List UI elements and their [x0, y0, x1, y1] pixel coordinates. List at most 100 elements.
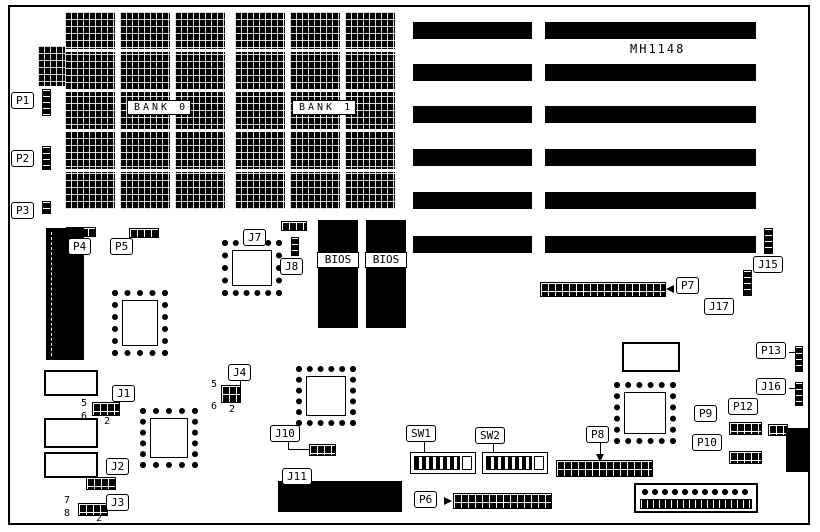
pin-number-j4-5: 5	[211, 379, 218, 390]
connector-p9	[729, 422, 762, 435]
leader-arrow-p6	[444, 497, 452, 505]
leader-arrow-p7	[666, 285, 674, 293]
dip-switch-positions	[414, 456, 460, 470]
pin-number-j1-5: 5	[81, 398, 88, 409]
keyboard-connector	[786, 428, 808, 472]
connector-j3	[78, 503, 108, 516]
dip-switch-positions	[486, 456, 532, 470]
connector-p1	[42, 89, 51, 116]
memory-chip-column	[235, 12, 285, 210]
connector-j11	[278, 481, 402, 512]
connector-j2	[86, 477, 116, 490]
qfp-chip-body	[624, 392, 666, 434]
callout-j1: J1	[112, 385, 136, 402]
power-connector-pins	[640, 487, 752, 498]
connector-j1	[92, 402, 120, 416]
dip-switch-end	[462, 456, 472, 470]
callout-p1: P1	[11, 92, 35, 109]
connector-j7	[281, 221, 307, 231]
callout-j7: J7	[243, 229, 267, 246]
connector-j15	[764, 228, 773, 254]
pin-number-j1-6: 6	[81, 411, 88, 422]
rect-chip	[44, 452, 98, 478]
callout-p7: P7	[676, 277, 700, 294]
bank0-label: BANK 0	[127, 100, 192, 115]
leader-line	[789, 352, 796, 353]
power-connector-grid	[640, 499, 752, 509]
board-outline	[8, 5, 810, 525]
pin-number-j3-2: 2	[96, 513, 103, 524]
expansion-slot	[413, 236, 532, 253]
callout-p4: P4	[68, 238, 92, 255]
qfp-chip-body	[122, 300, 158, 346]
memory-chip-column	[65, 12, 115, 210]
callout-p5: P5	[110, 238, 134, 255]
callout-j17: J17	[704, 298, 734, 315]
leader-line	[789, 388, 796, 389]
qfp-chip	[222, 240, 282, 296]
qfp-chip	[614, 382, 676, 444]
callout-j2: J2	[106, 458, 130, 475]
bios-chip	[318, 264, 358, 328]
callout-p13: P13	[756, 342, 786, 359]
callout-p12: P12	[728, 398, 758, 415]
callout-p10: P10	[692, 434, 722, 451]
callout-j10: J10	[270, 425, 300, 442]
callout-p6: P6	[414, 491, 438, 508]
callout-sw1: SW1	[406, 425, 436, 442]
rect-chip	[622, 342, 680, 372]
rect-chip	[44, 370, 98, 396]
qfp-chip	[140, 408, 198, 468]
connector-p8	[556, 460, 653, 477]
expansion-slot	[545, 192, 756, 209]
qfp-chip-body	[306, 376, 346, 416]
pin-number-j1-2: 2	[104, 416, 111, 427]
qfp-chip	[112, 290, 168, 356]
bios-chip	[366, 264, 406, 328]
expansion-slot	[413, 64, 532, 81]
connector-j10	[309, 444, 336, 456]
qfp-chip	[296, 366, 356, 426]
connector-p12	[768, 424, 788, 436]
dip-switch-end	[534, 456, 544, 470]
callout-p8: P8	[586, 426, 610, 443]
dip-switch-sw1	[410, 452, 476, 474]
pin-number-j4-2: 2	[229, 404, 236, 415]
leader-line	[600, 443, 601, 456]
pin-number-j3-7: 7	[64, 495, 71, 506]
expansion-slot	[413, 149, 532, 166]
expansion-slot	[413, 106, 532, 123]
power-connector	[634, 483, 758, 513]
socket-bar-keyline	[51, 232, 52, 356]
callout-j4: J4	[228, 364, 252, 381]
bios-label-left: BIOS	[317, 252, 359, 268]
callout-j11: J11	[282, 468, 312, 485]
expansion-slot	[545, 64, 756, 81]
pin-number-j4-6: 6	[211, 401, 218, 412]
leader-line	[240, 381, 241, 385]
expansion-slot	[545, 236, 756, 253]
expansion-slot	[545, 106, 756, 123]
leader-line	[493, 444, 494, 452]
leader-line	[424, 442, 425, 452]
dip-switch-sw2	[482, 452, 548, 474]
callout-sw2: SW2	[475, 427, 505, 444]
connector-j16	[795, 382, 803, 406]
leader-line	[288, 442, 289, 450]
qfp-chip-body	[150, 418, 188, 458]
qfp-chip-body	[232, 250, 272, 286]
connector-p5	[129, 228, 159, 238]
connector-p6	[453, 493, 552, 509]
callout-j16: J16	[756, 378, 786, 395]
callout-j15: J15	[753, 256, 783, 273]
connector-p2	[42, 146, 51, 170]
connector-p7	[540, 282, 666, 297]
leader-arrow-p8	[596, 454, 604, 462]
leader-line	[288, 449, 309, 450]
expansion-slot	[413, 192, 532, 209]
callout-j3: J3	[106, 494, 130, 511]
callout-p3: P3	[11, 202, 35, 219]
pin-number-j3-8: 8	[64, 508, 71, 519]
connector-j17	[743, 270, 752, 296]
